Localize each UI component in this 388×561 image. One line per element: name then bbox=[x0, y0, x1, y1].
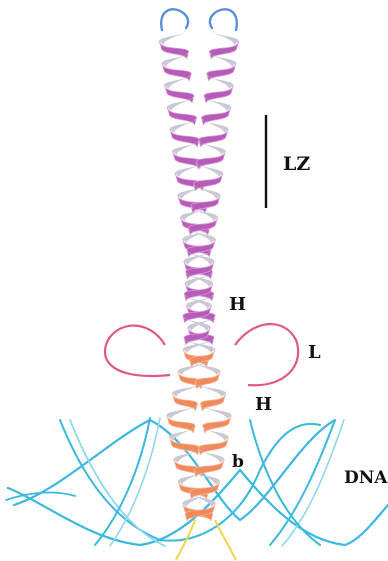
helix-left-front-segment bbox=[167, 107, 196, 125]
hairpin-right bbox=[210, 9, 237, 30]
loop-right bbox=[235, 324, 298, 385]
helix-right-front-segment bbox=[198, 437, 228, 455]
label-h-top: H bbox=[229, 294, 246, 315]
label-b: b bbox=[232, 452, 244, 472]
label-h-bottom: H bbox=[255, 394, 272, 415]
helix-left-front-segment bbox=[159, 41, 188, 59]
helix-right-front-segment bbox=[199, 129, 228, 147]
helix-right-front-segment bbox=[209, 41, 238, 59]
helix-right-front-segment bbox=[201, 107, 230, 125]
helix-right-front-segment bbox=[196, 151, 225, 169]
helix-right-front-segment bbox=[194, 459, 224, 477]
loop-left bbox=[105, 326, 170, 376]
helix-right-front-segment bbox=[188, 217, 217, 235]
label-dna: DNA bbox=[344, 468, 388, 488]
protein-helices bbox=[159, 30, 238, 521]
helix-left-back-segment bbox=[159, 30, 186, 45]
helix-left-front-segment bbox=[162, 63, 191, 81]
dna-helix bbox=[6, 418, 388, 546]
helix-right-front-segment bbox=[194, 173, 223, 191]
tail-right bbox=[215, 520, 236, 560]
top-hairpins bbox=[161, 9, 237, 30]
helix-left-front-segment bbox=[170, 129, 199, 147]
helix-right-front-segment bbox=[207, 63, 236, 81]
helix-right-back-segment bbox=[212, 30, 239, 45]
helix-left-front-segment bbox=[169, 437, 199, 455]
helix-left-front-segment bbox=[165, 85, 194, 103]
dna-strand-2 bbox=[8, 470, 388, 545]
hairpin-left bbox=[161, 9, 188, 30]
helix-right-front-segment bbox=[204, 85, 233, 103]
label-l: L bbox=[308, 342, 321, 363]
label-lz: LZ bbox=[283, 153, 310, 175]
